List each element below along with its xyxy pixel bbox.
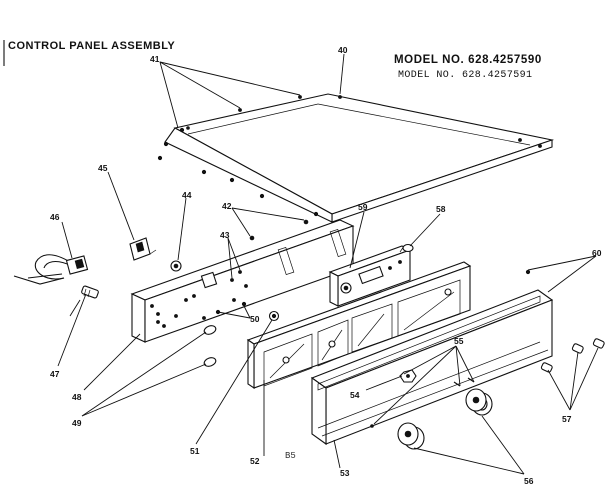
nut-54 — [399, 369, 417, 383]
callout-51: 51 — [190, 446, 200, 456]
display-module — [328, 245, 412, 307]
knob-56a — [465, 388, 493, 416]
callout-52: 52 — [250, 456, 260, 466]
lamps-49 — [203, 325, 217, 367]
callout-47: 47 — [50, 369, 60, 379]
callout-46: 46 — [50, 212, 60, 222]
studs-60 — [525, 269, 531, 275]
control-plate — [130, 219, 355, 343]
lamp-58 — [399, 243, 414, 253]
callout-48: 48 — [72, 392, 82, 402]
diagram-title: CONTROL PANEL ASSEMBLY — [8, 40, 175, 52]
top-cover-panel — [157, 93, 555, 223]
model-number-primary: MODEL NO. 628.4257590 — [394, 54, 542, 66]
model-number-secondary: MODEL NO. 628.4257591 — [398, 70, 532, 81]
screw-42 — [249, 219, 309, 241]
front-trim-frame — [310, 289, 554, 446]
nut-51 — [268, 310, 280, 322]
callout-58: 58 — [436, 204, 446, 214]
callout-54: 54 — [350, 390, 360, 400]
callout-60: 60 — [592, 248, 602, 258]
callout-40: 40 — [338, 45, 348, 55]
page-code: B5 — [285, 451, 296, 461]
callout-49: 49 — [72, 418, 82, 428]
callout-45: 45 — [98, 163, 108, 173]
leader-lines — [57, 53, 599, 475]
wire-switch — [13, 254, 89, 285]
fasteners-57 — [540, 338, 605, 373]
callout-44: 44 — [182, 190, 192, 200]
callout-42: 42 — [222, 201, 232, 211]
socket-part — [81, 285, 99, 299]
knob-56b — [397, 422, 425, 450]
callout-50: 50 — [250, 314, 260, 324]
callout-41: 41 — [150, 54, 160, 64]
clip-part — [170, 260, 182, 272]
callout-56: 56 — [524, 476, 534, 486]
clips-55 — [370, 377, 475, 428]
callout-53: 53 — [340, 468, 350, 478]
callout-43: 43 — [220, 230, 230, 240]
callout-labels: 40 41 42 43 44 45 46 47 48 49 50 51 52 5… — [50, 45, 602, 486]
connector-block — [129, 237, 157, 261]
callout-55: 55 — [454, 336, 464, 346]
callout-59: 59 — [358, 202, 368, 212]
front-bezel — [246, 261, 472, 390]
callout-57: 57 — [562, 414, 572, 424]
